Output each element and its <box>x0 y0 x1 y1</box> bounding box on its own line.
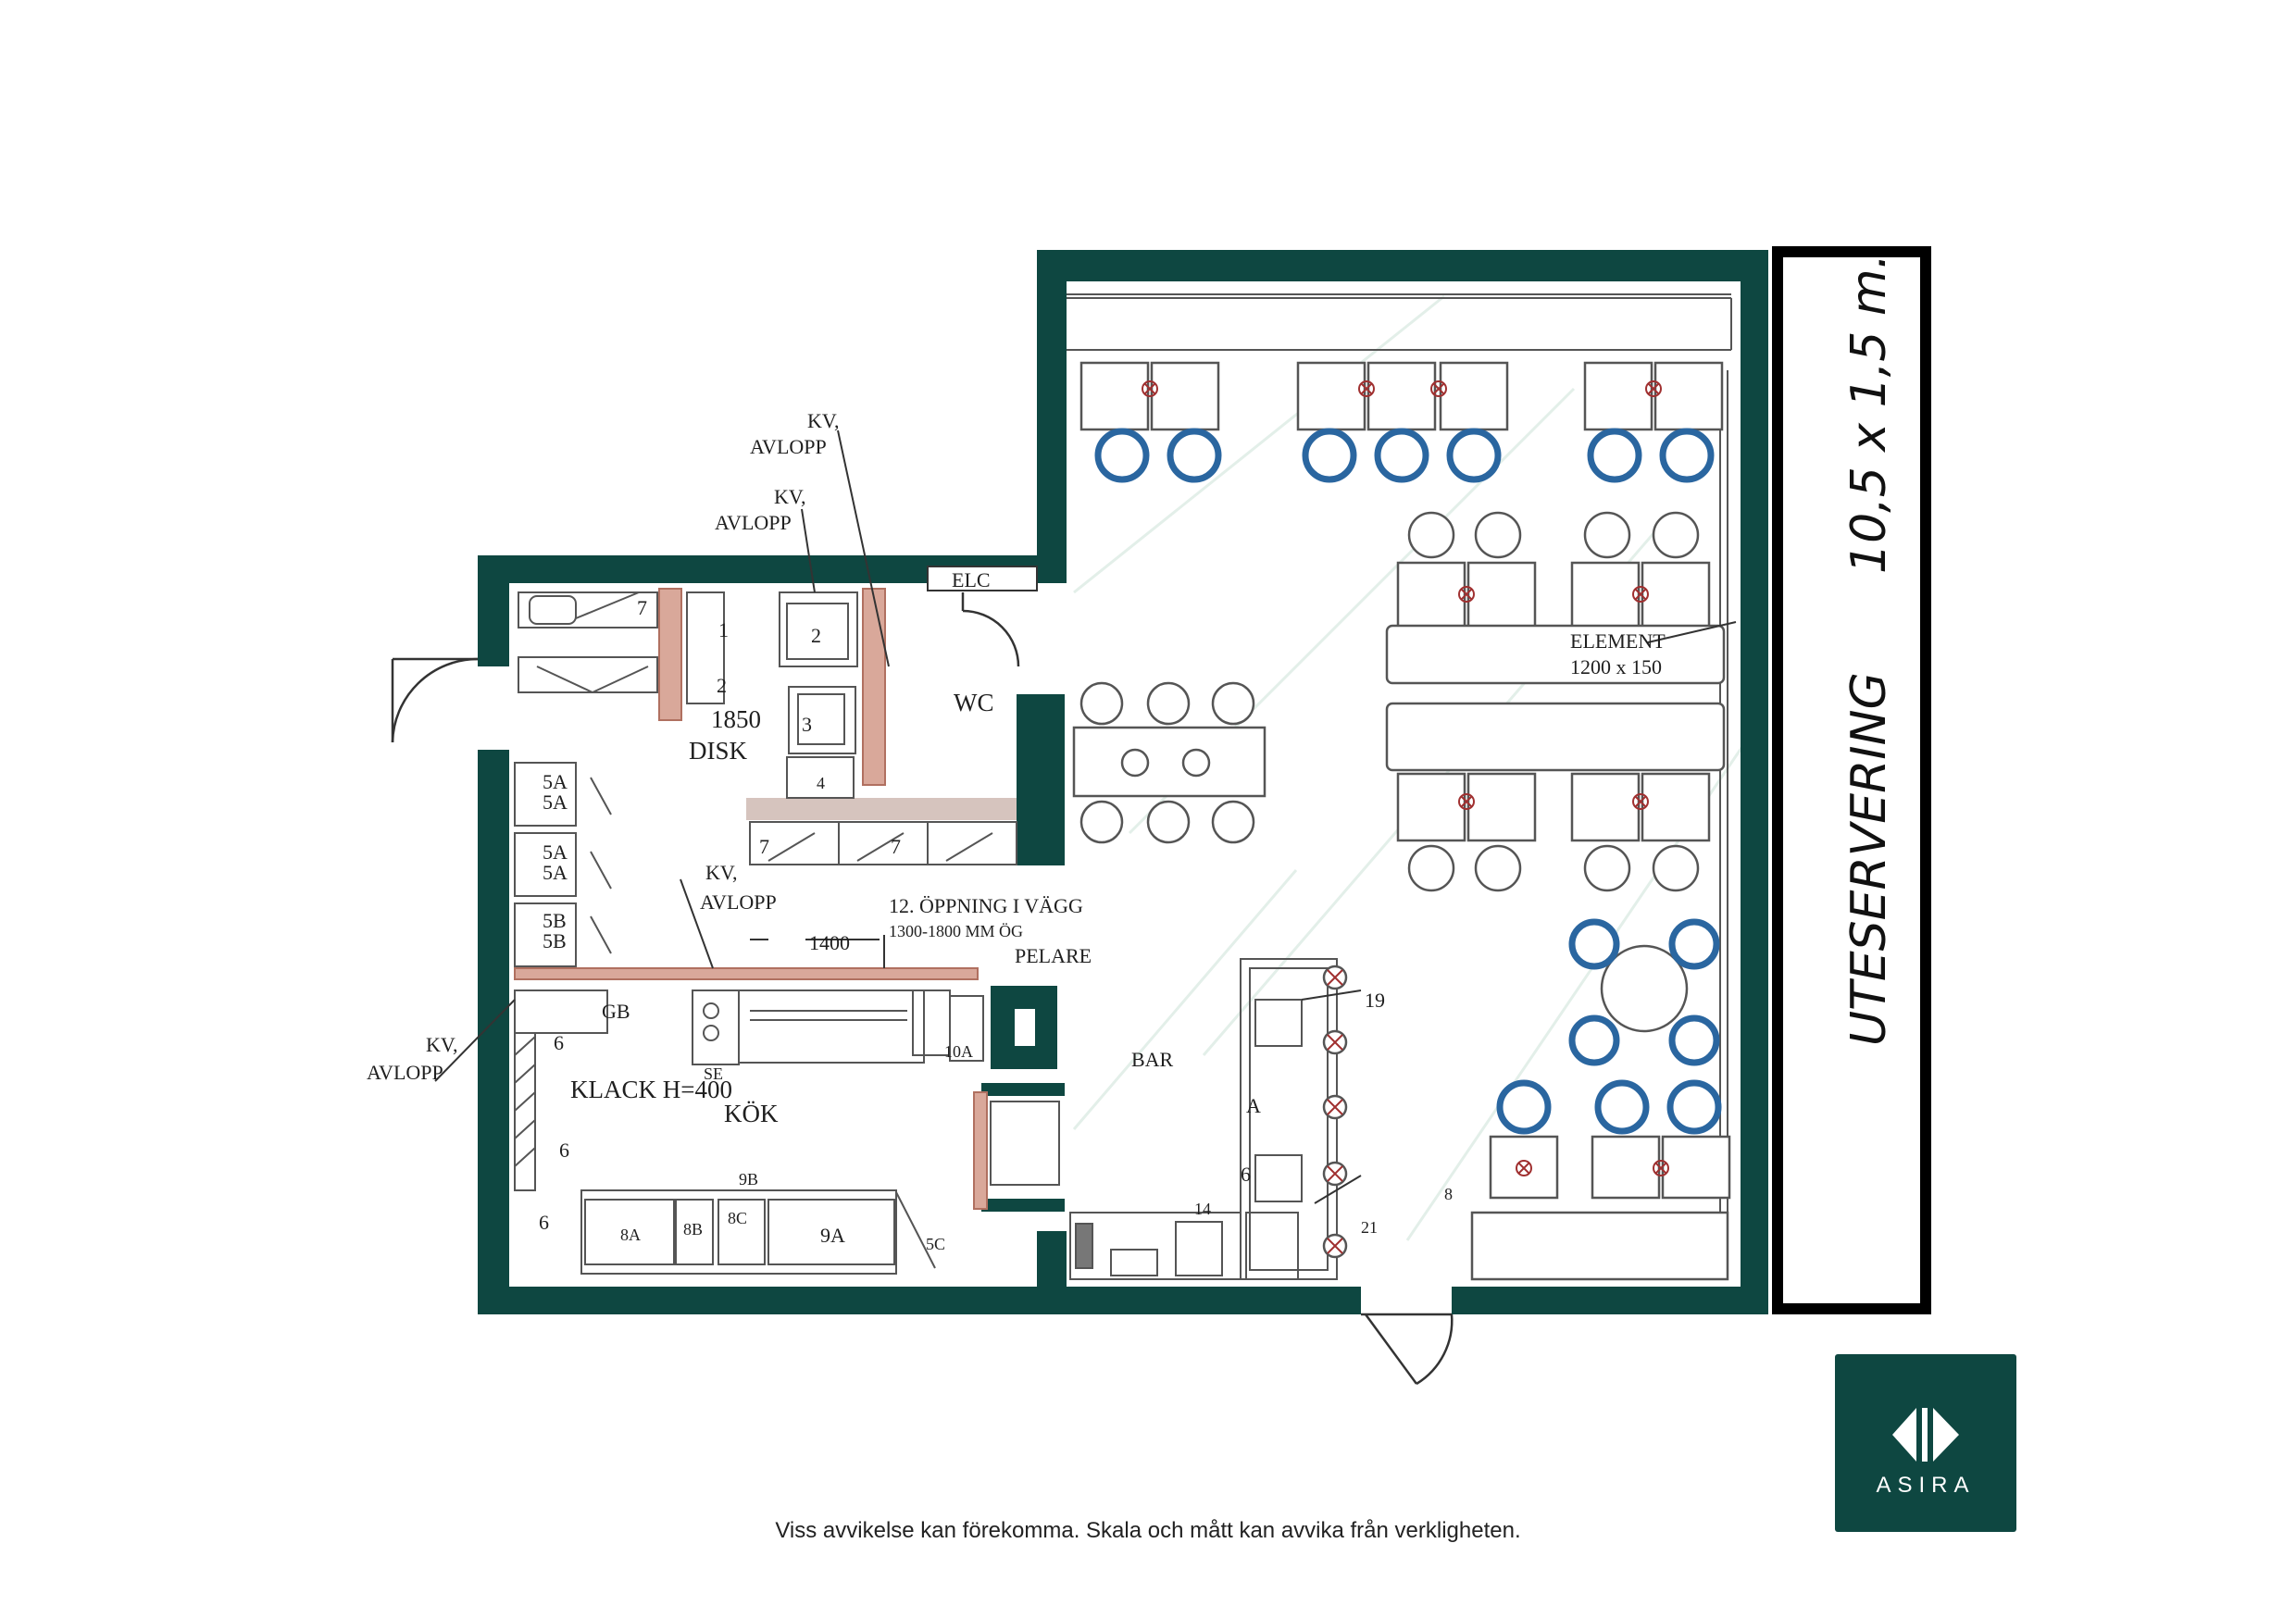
label-avlopp-2: AVLOPP <box>715 511 792 534</box>
label-9b: 9B <box>739 1170 758 1189</box>
wood-partitions <box>514 588 1017 1210</box>
label-5a-4: 5A <box>543 861 568 884</box>
label-a: A <box>1246 1094 1261 1117</box>
leader-lines <box>434 429 1737 1204</box>
label-uteservering: UTESERVERING <box>1841 672 1897 1046</box>
label-7-shelf-a: 7 <box>759 835 769 858</box>
label-5a-3: 5A <box>543 840 568 864</box>
label-8b: 8B <box>683 1220 703 1238</box>
asira-logo: ASIRA <box>1835 1354 2016 1532</box>
label-bar: BAR <box>1131 1048 1174 1071</box>
label-5b-1: 5B <box>543 909 567 932</box>
label-kv-2: KV, <box>774 485 805 508</box>
dining-tables <box>1072 361 1731 1281</box>
label-pelare: PELARE <box>1015 944 1092 967</box>
shelves <box>514 762 612 967</box>
label-9a: 9A <box>820 1224 845 1247</box>
white-chairs <box>1079 511 1700 892</box>
label-avlopp-3: AVLOPP <box>700 890 777 914</box>
entry-door-bottom <box>1361 1287 1454 1386</box>
asira-logo-icon <box>1892 1408 1959 1462</box>
label-1400: 1400 <box>809 931 850 954</box>
label-6-c: 6 <box>539 1211 549 1234</box>
label-21: 21 <box>1361 1218 1378 1237</box>
label-1: 1 <box>718 618 729 641</box>
label-8a: 8A <box>620 1226 641 1244</box>
label-6-a: 6 <box>554 1031 564 1054</box>
label-elc: ELC <box>952 568 991 591</box>
label-klack: KLACK H=400 <box>570 1076 732 1103</box>
label-6-bar: 6 <box>1241 1163 1251 1186</box>
bar-counter <box>1069 958 1338 1280</box>
entry-door-left <box>391 657 493 750</box>
label-element-dim: 1200 x 150 <box>1570 655 1662 678</box>
label-7-shelf-b: 7 <box>891 835 901 858</box>
label-19: 19 <box>1365 989 1385 1012</box>
label-avlopp-1: AVLOPP <box>750 435 827 458</box>
table-markers <box>1142 380 1669 1176</box>
kitchen-fixtures <box>514 989 1060 1275</box>
kitchen-burners <box>703 1002 719 1041</box>
label-6-b: 6 <box>559 1139 569 1162</box>
label-se: SE <box>704 1064 723 1083</box>
wc-door <box>961 592 1020 667</box>
label-10a: 10A <box>944 1042 973 1061</box>
window-lines <box>1067 293 1732 1268</box>
plan-labels: KV, AVLOPP KV, AVLOPP KV, AVLOPP KV, AVL… <box>367 254 1897 1253</box>
label-5b-2: 5B <box>543 929 567 952</box>
label-kok: KÖK <box>724 1100 779 1127</box>
label-8c: 8C <box>728 1209 747 1227</box>
logo-text: ASIRA <box>1876 1473 1976 1498</box>
label-gb: GB <box>602 1000 630 1023</box>
label-oppning: 12. ÖPPNING I VÄGG <box>889 894 1083 917</box>
label-8: 8 <box>1444 1185 1453 1203</box>
label-5a-1: 5A <box>543 770 568 793</box>
label-uteservering-dim: 10,5 x 1,5 m. <box>1841 254 1897 574</box>
label-oppning-mm: 1300-1800 MM ÖG <box>889 922 1023 940</box>
label-element: ELEMENT <box>1570 629 1666 653</box>
label-14: 14 <box>1194 1200 1211 1218</box>
label-kv-3: KV, <box>705 861 737 884</box>
label-2-sink: 2 <box>811 624 821 647</box>
blue-chairs <box>1094 428 1722 1135</box>
label-5c: 5C <box>926 1235 945 1253</box>
label-avlopp-4: AVLOPP <box>367 1061 443 1084</box>
label-2: 2 <box>717 674 727 697</box>
label-kv-4: KV, <box>426 1033 457 1056</box>
bar-stools <box>1322 965 1348 1259</box>
label-7-top: 7 <box>637 596 647 619</box>
label-1850: 1850 <box>711 705 761 733</box>
disclaimer-text: Viss avvikelse kan förekomma. Skala och … <box>775 1518 1521 1543</box>
dish-fixtures <box>518 591 1017 865</box>
label-disk: DISK <box>689 737 748 765</box>
label-3: 3 <box>802 713 812 736</box>
label-kv-1: KV, <box>807 409 839 432</box>
label-wc: WC <box>954 689 994 716</box>
terrace-outline <box>1772 246 1931 1314</box>
label-4: 4 <box>817 774 825 792</box>
label-5a-2: 5A <box>543 790 568 814</box>
